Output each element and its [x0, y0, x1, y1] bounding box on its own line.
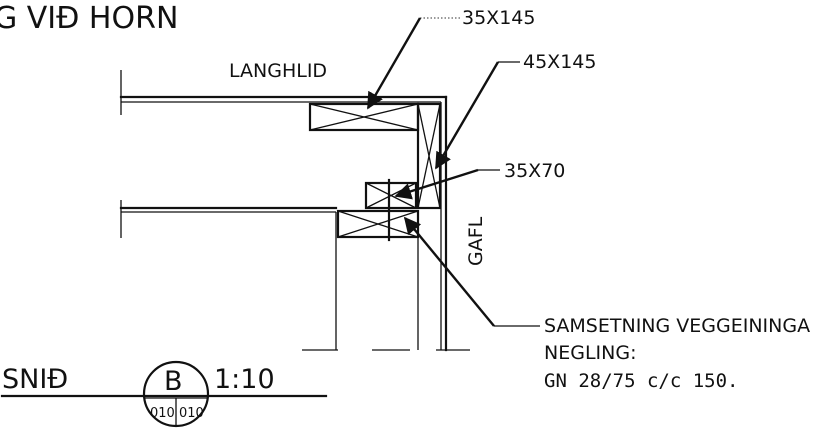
section-letter: B: [164, 366, 183, 397]
section-scale: 1:10: [214, 364, 275, 395]
note-samsetning: SAMSETNING VEGGEININGA: [544, 315, 810, 337]
gable-wall: [302, 95, 470, 352]
timber-45x145: [416, 102, 442, 210]
leader-45x145: [434, 61, 520, 170]
section-marker: [0, 360, 328, 428]
timber-35x145: [308, 102, 420, 132]
note-nail-spec: GN 28/75 c/c 150.: [544, 370, 738, 392]
section-sheet-right: 010: [179, 406, 204, 421]
note-negling: NEGLING:: [544, 342, 636, 364]
label-gafl: GAFL: [465, 216, 487, 266]
label-35x145: 35X145: [462, 7, 535, 29]
label-langhlid: LANGHLID: [229, 60, 327, 82]
label-45x145: 45X145: [523, 51, 596, 73]
leader-35x145: [366, 17, 460, 110]
leader-35x70: [394, 168, 500, 200]
section-prefix: SNIÐ: [2, 364, 68, 395]
section-sheet-left: 010: [150, 406, 175, 421]
label-35x70: 35X70: [504, 160, 565, 182]
drawing-title-fragment: G VIÐ HORN: [0, 1, 178, 36]
long-wall: [119, 70, 448, 238]
timber-35x70: [364, 181, 418, 210]
leader-samsetning: [403, 216, 540, 327]
